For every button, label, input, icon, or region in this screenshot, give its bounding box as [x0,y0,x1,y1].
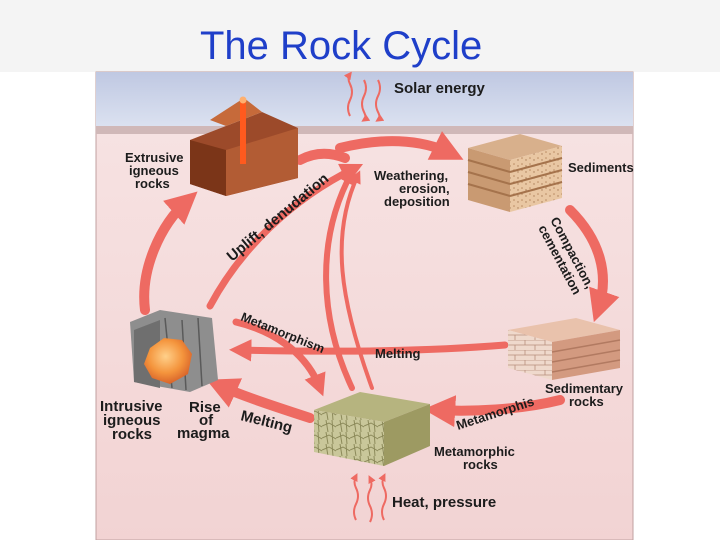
sediments-block [467,134,563,212]
solar-energy-arrows [343,71,385,122]
label-rise-1: Rise [189,399,221,416]
slide-title: The Rock Cycle [200,24,483,68]
label-melting-center: Melting [375,346,421,361]
label-weathering-2: erosion, [399,181,450,196]
title-bar [0,0,720,72]
label-extrusive-2: igneous [129,163,179,178]
label-weathering-3: deposition [384,194,450,209]
surface-band [96,126,633,134]
label-sedimentary-2: rocks [569,394,604,409]
label-rise-3: magma [177,425,230,442]
arrow-metamorphic-to-intrusive [206,378,315,423]
arrow-sediments-to-sedimentary [565,205,620,323]
label-metamorphic-2: rocks [463,457,498,472]
label-sedimentary-1: Sedimentary [545,381,624,396]
label-rise-2: of [199,412,214,429]
metamorphic-block [314,392,430,466]
intrusive-block [130,310,218,392]
arrow-intrusive-to-extrusive [139,191,198,315]
arrow-weathering-to-sediments [335,131,464,160]
sedimentary-block [508,318,621,380]
magma-body [144,338,192,384]
label-metamorphic-1: Metamorphic [434,444,515,459]
arrow-sedimentary-to-metamorphic [423,395,565,428]
label-solar-energy: Solar energy [394,80,486,97]
label-weathering-1: Weathering, [374,168,448,183]
volcano-block [190,96,298,196]
label-intrusive-2: igneous [103,412,161,429]
arrow-extrusive-to-weathering [295,148,350,165]
label-intrusive-3: rocks [112,426,152,443]
arrow-metamorphic-up-1 [323,165,356,391]
cycle-arrows [139,131,620,428]
label-sediments: Sediments [568,160,634,175]
arrow-metamorphic-up-2 [339,170,374,390]
arrow-melting-center [229,339,509,362]
arrow-metamorphism-upper [232,318,326,397]
label-extrusive-1: Extrusive [125,150,184,165]
label-extrusive-3: rocks [135,176,170,191]
label-intrusive-1: Intrusive [100,398,163,415]
arrow-uplift [206,163,364,310]
label-heat-pressure: Heat, pressure [392,494,496,511]
heat-pressure-arrows [350,473,387,523]
